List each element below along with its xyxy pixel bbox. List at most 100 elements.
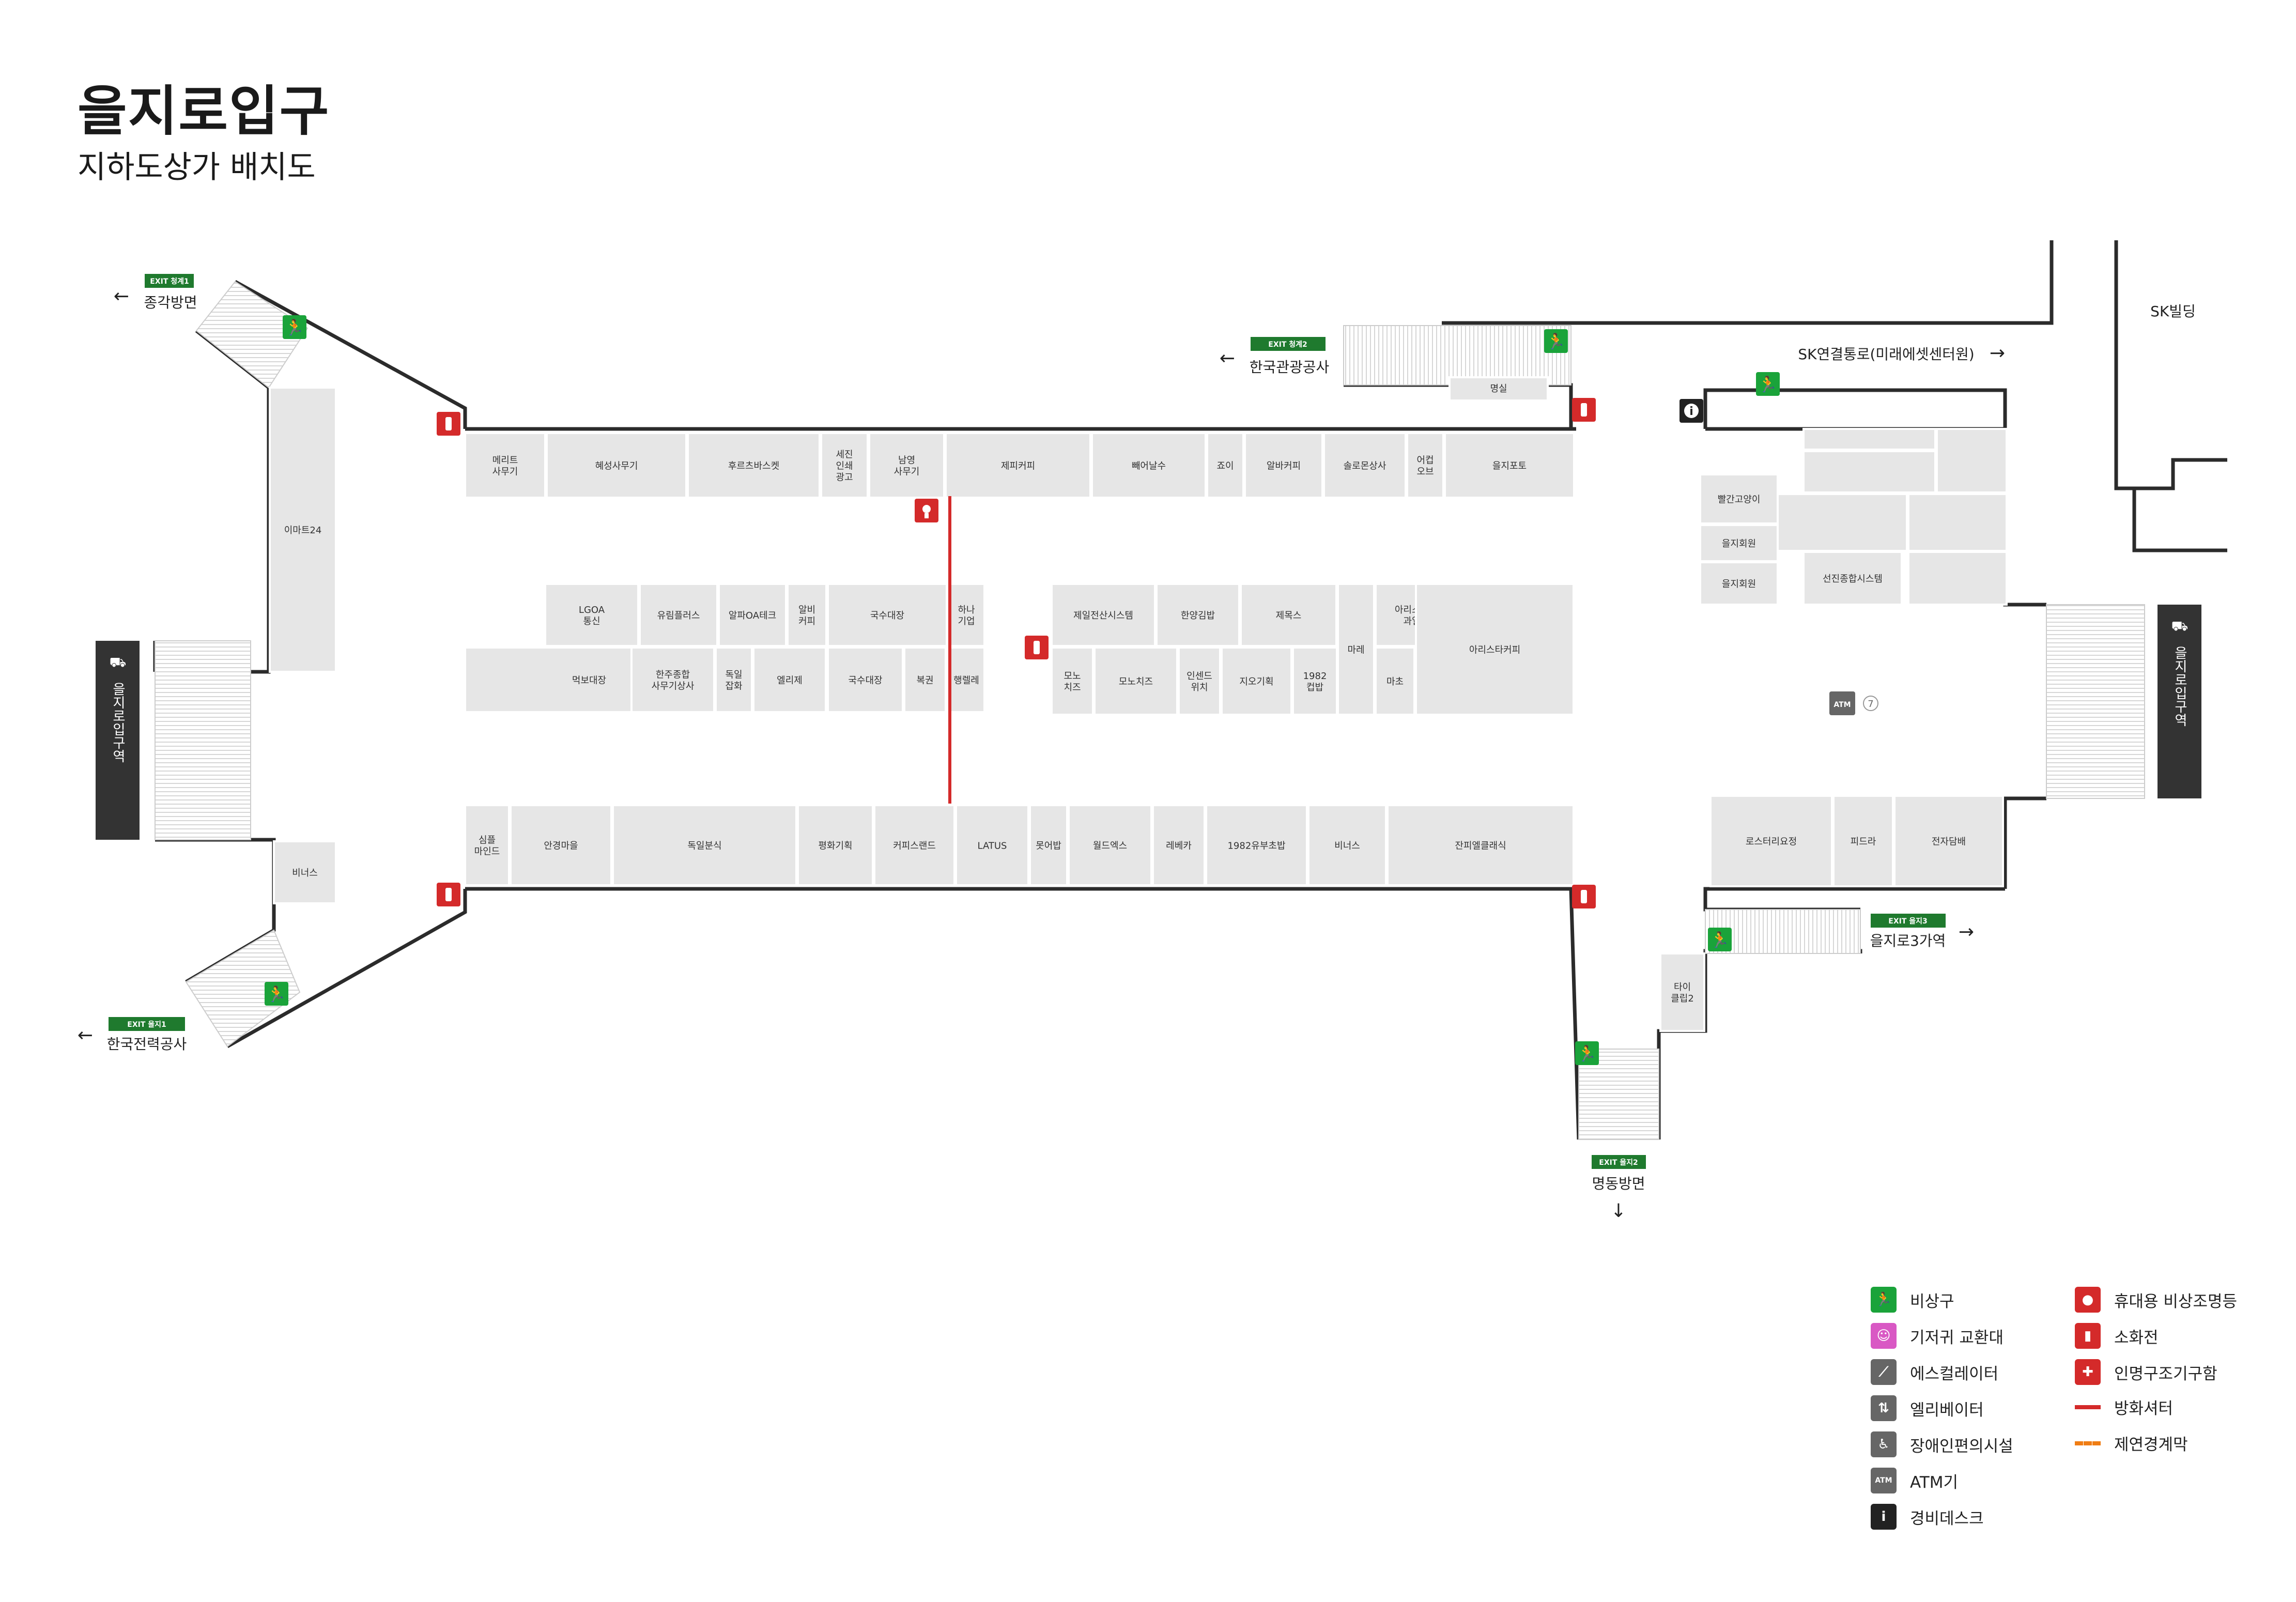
shop-unit[interactable] <box>464 432 546 499</box>
shop-label: 알비 <box>798 605 815 615</box>
shop-unit[interactable] <box>797 804 874 886</box>
exit-jongno1[interactable]: EXIT 청계1 ← 종각방면 <box>114 274 197 311</box>
stairs <box>155 281 2145 1140</box>
shop-label: 1982 <box>1303 671 1327 682</box>
west-station: ⛟ 을지로입구역 <box>96 641 140 840</box>
shop-unit[interactable] <box>544 583 639 647</box>
shop-unit[interactable] <box>1091 432 1207 499</box>
shop-unit[interactable] <box>827 646 904 713</box>
shop-unit[interactable] <box>1178 646 1221 716</box>
sk-link-label[interactable]: SK연결통로(미래에셋센터원) <box>1798 346 1974 363</box>
shop-unit[interactable] <box>945 432 1091 499</box>
shop-unit[interactable] <box>1206 432 1244 499</box>
shop-unit[interactable] <box>903 646 947 713</box>
shop-unit[interactable] <box>820 432 869 499</box>
shop-unit[interactable] <box>873 804 956 886</box>
shop-unit[interactable] <box>639 583 718 647</box>
legend-label: 장애인편의시설 <box>1910 1437 2013 1456</box>
shop-unit[interactable] <box>1029 804 1068 886</box>
shop-unit[interactable] <box>1307 804 1387 886</box>
exit-badge: EXIT 을지1 <box>127 1021 166 1029</box>
shop-label: 월드엑스 <box>1093 841 1127 852</box>
shop-unit[interactable] <box>1068 804 1152 886</box>
shop-unit[interactable] <box>1375 646 1415 716</box>
shop-unit[interactable] <box>1709 795 1833 887</box>
exit-euljiro1[interactable]: EXIT 을지1 ← 한국전력공사 <box>78 1017 187 1053</box>
shop-unit[interactable] <box>1244 432 1323 499</box>
shop-unit[interactable] <box>955 804 1029 886</box>
stairs-n <box>1343 325 1571 386</box>
shop-unit[interactable] <box>947 583 985 647</box>
shop-unit[interactable] <box>1051 583 1156 647</box>
shop-unit[interactable] <box>510 804 612 886</box>
shop-unit[interactable] <box>464 804 510 886</box>
shop-label: 엘리제 <box>777 675 803 686</box>
shop-unit[interactable] <box>868 432 945 499</box>
shop-label: 을지회원 <box>1722 579 1756 590</box>
exit-euljiro2[interactable]: EXIT 을지2 명동방면 ↓ <box>1592 1155 1646 1222</box>
west-station-label: 을지로입구역 <box>110 682 126 763</box>
atm-icon: ATM <box>1871 1468 1897 1493</box>
shop-label: 빼어날수 <box>1132 461 1166 472</box>
shop-unit[interactable] <box>1051 646 1094 716</box>
legend-item-diaper: ☺ 기저귀 교환대 <box>1871 1323 2004 1349</box>
exit-jongno2[interactable]: EXIT 청계2 ← 한국관광공사 <box>1220 337 1329 376</box>
shop-unit[interactable] <box>1323 432 1407 499</box>
legend-label: 엘리베이터 <box>1910 1400 1984 1420</box>
shop-unit[interactable] <box>1893 795 2004 887</box>
shop-unit[interactable] <box>1240 583 1337 647</box>
exit-euljiro3[interactable]: EXIT 을지3 을지로3가역 → <box>1870 914 1974 949</box>
shop-unit[interactable] <box>273 840 337 904</box>
shop-label: 알파OA테크 <box>729 610 776 621</box>
shop-unit[interactable] <box>1406 432 1444 499</box>
shop-unit[interactable] <box>612 804 797 886</box>
shop-unit[interactable] <box>269 387 337 673</box>
shop-unit[interactable] <box>752 646 827 713</box>
shop-unit[interactable] <box>1152 804 1206 886</box>
shop-unit[interactable] <box>1155 583 1240 647</box>
shop-unit[interactable] <box>1699 524 1779 562</box>
east-exit3-wall <box>1703 887 2005 910</box>
shop-label: 타이 <box>1674 982 1691 993</box>
shop-unit[interactable] <box>1659 952 1705 1032</box>
shop-unit[interactable] <box>1292 646 1338 716</box>
shop-unit[interactable] <box>1832 795 1894 887</box>
stairs-sw <box>185 929 301 1048</box>
shop-label: 로스터리요정 <box>1746 837 1797 848</box>
accessibility-icon: ♿ <box>1871 1431 1897 1457</box>
shop-unit[interactable] <box>947 646 985 713</box>
legend-item-atm: ATM ATM기 <box>1871 1468 1958 1493</box>
emergency-exit-icon: 🏃 <box>265 982 288 1006</box>
shop-label: 클립2 <box>1671 993 1694 1004</box>
shop-label: 어컵 <box>1416 455 1434 466</box>
rescue-equipment-icon: ✚ <box>2075 1359 2101 1385</box>
shop-unit[interactable] <box>546 432 687 499</box>
escalator-icon: ⟋ <box>1871 1359 1897 1385</box>
shop-label: 솔로몬상사 <box>1344 461 1386 472</box>
shop-unit[interactable] <box>1699 561 1779 606</box>
shop-unit[interactable] <box>827 583 948 647</box>
shop-label: 복권 <box>916 675 933 686</box>
shop-label: 통신 <box>583 616 600 627</box>
shop-label: 알바커피 <box>1267 461 1301 472</box>
shop-unit[interactable] <box>630 646 715 713</box>
shop-label: 안경마을 <box>544 841 578 852</box>
shop-label: 독일분식 <box>687 841 721 852</box>
svg-text:🏃: 🏃 <box>1710 931 1729 949</box>
shop-unit[interactable] <box>1205 804 1308 886</box>
legend-label: 경비데스크 <box>1910 1509 1984 1528</box>
shop-label: 제일전산시스템 <box>1073 610 1133 621</box>
shop-unit[interactable] <box>1221 646 1292 716</box>
exit-badge: EXIT 청계1 <box>150 278 189 286</box>
shop-unit[interactable] <box>787 583 827 647</box>
shop-unit[interactable] <box>718 583 787 647</box>
shop-unit[interactable] <box>1093 646 1178 716</box>
shop-unit[interactable] <box>1415 583 1575 716</box>
fire-extinguisher-icon <box>1025 636 1049 659</box>
shop-unit[interactable] <box>715 646 753 713</box>
shop-unit[interactable] <box>1444 432 1575 499</box>
shop-unit[interactable] <box>1699 473 1779 525</box>
shop-unit[interactable] <box>687 432 821 499</box>
shop-unit[interactable] <box>1386 804 1575 886</box>
